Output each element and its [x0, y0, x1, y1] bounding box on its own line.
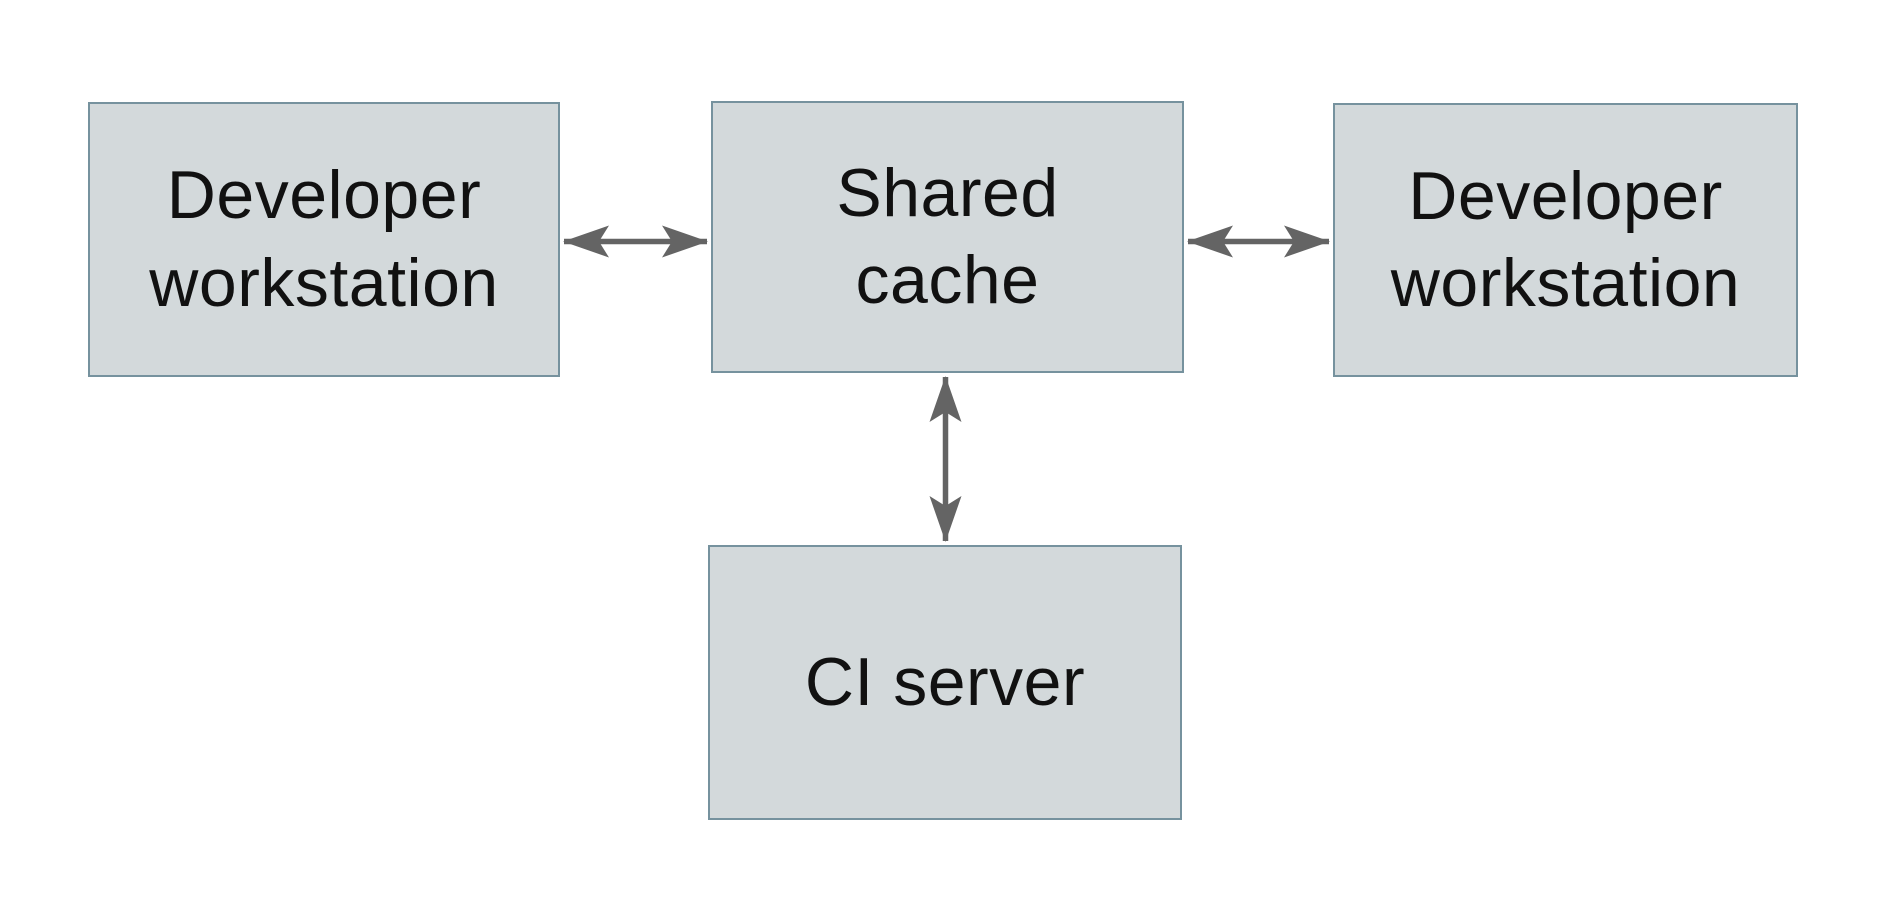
node-ci-server: CI server [708, 545, 1182, 820]
node-shared-cache: Shared cache [711, 101, 1184, 373]
node-developer-workstation-left: Developer workstation [88, 102, 560, 377]
node-developer-workstation-right: Developer workstation [1333, 103, 1798, 377]
node-label: CI server [804, 643, 1086, 720]
node-label: Developer workstation [149, 157, 499, 321]
node-label: Shared cache [836, 154, 1059, 318]
node-label: Developer workstation [1390, 157, 1741, 321]
